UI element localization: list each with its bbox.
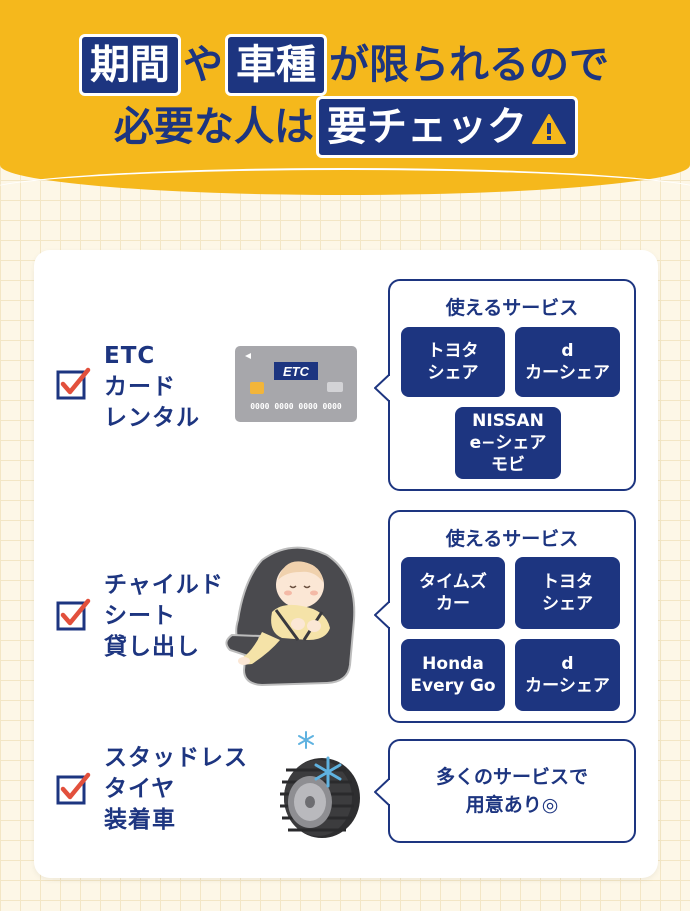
checkbox-checked-icon — [56, 367, 91, 400]
chip-line: カーシェア — [525, 676, 610, 696]
etc-card-illustration: ETC 0000 0000 0000 0000 — [235, 346, 357, 422]
checkbox-checked-icon — [56, 598, 91, 631]
title-highlight-check: 要チェック — [316, 96, 578, 158]
chip-line: トヨタ — [542, 572, 593, 592]
service-chip-d-carshare: d カーシェア — [515, 327, 620, 397]
service-chip-d-carshare: d カーシェア — [515, 639, 620, 711]
chip-line: タイムズ — [419, 572, 487, 592]
services-bubble-child-seat: 使えるサービス タイムズ カー トヨタ シェア Honda Every Go d… — [374, 510, 636, 723]
services-bubble-studless: 多くのサービスで 用意あり◎ — [374, 739, 636, 843]
child-seat-illustration — [225, 546, 356, 687]
warning-triangle-icon — [532, 114, 566, 144]
title-text: や — [183, 42, 223, 88]
snowflake-icon — [298, 731, 314, 749]
title-highlight-model: 車種 — [225, 34, 327, 96]
item-label-child-seat: チャイルド シート 貸し出し — [104, 570, 224, 663]
bubble-text-line: 多くのサービスで — [435, 766, 588, 788]
label-line: タイヤ — [104, 776, 176, 802]
chip-line: Every Go — [410, 676, 496, 696]
chip-line: Honda — [422, 654, 484, 674]
service-chip-honda-every-go: Honda Every Go — [401, 639, 505, 711]
bubble-tail — [374, 373, 390, 403]
chip-line: シェア — [542, 594, 593, 614]
services-bubble-etc: 使えるサービス トヨタ シェア d カーシェア NISSAN e−シェア モビ — [374, 279, 636, 491]
title-text: 必要な人は — [114, 104, 314, 150]
label-line: チャイルド — [104, 572, 224, 598]
label-line: ETC — [104, 343, 156, 369]
chip-line: カー — [436, 594, 470, 614]
etc-card-logo-text: ETC — [283, 364, 310, 379]
bubble-tail — [374, 600, 390, 630]
chip-line: NISSAN — [472, 411, 544, 431]
service-chip-toyota-share: トヨタ シェア — [515, 557, 620, 629]
chip-line: d — [561, 341, 574, 361]
label-line: スタッドレス — [104, 745, 248, 771]
title-highlight-text: 要チェック — [327, 104, 527, 150]
label-line: 貸し出し — [104, 634, 200, 660]
chip-line: モビ — [491, 455, 525, 475]
item-label-studless-tire: スタッドレス タイヤ 装着車 — [104, 743, 248, 836]
title-line-2: 必要な人は要チェック — [0, 96, 690, 158]
chip-line: シェア — [427, 363, 479, 383]
title-line-1: 期間や車種が限られるので — [0, 34, 690, 96]
chip-line: トヨタ — [427, 341, 479, 361]
chip-line: カーシェア — [525, 363, 610, 383]
title-text: が限られるので — [329, 42, 609, 88]
checkbox-checked-icon — [56, 772, 91, 805]
etc-card-number: 0000 0000 0000 0000 — [250, 402, 342, 411]
label-line: 装着車 — [104, 807, 176, 833]
label-line: レンタル — [104, 405, 200, 431]
service-chip-toyota-share: トヨタ シェア — [401, 327, 505, 397]
bubble-text: 多くのサービスで 用意あり◎ — [390, 763, 634, 819]
chip-line: e−シェア — [469, 433, 547, 453]
studless-tire-illustration — [280, 731, 360, 838]
label-line: カード — [104, 374, 176, 400]
service-chip-nissan-e-share-mobi: NISSAN e−シェア モビ — [455, 407, 561, 479]
service-chip-times-car: タイムズ カー — [401, 557, 505, 629]
label-line: シート — [104, 603, 176, 629]
bubble-title: 使えるサービス — [445, 297, 579, 319]
item-label-etc: ETC カード レンタル — [104, 341, 200, 434]
header-decor-line — [0, 168, 690, 210]
bubble-title: 使えるサービス — [445, 528, 579, 550]
chip-line: d — [561, 654, 574, 674]
bubble-text-line: 用意あり◎ — [465, 794, 559, 816]
bubble-tail — [374, 777, 390, 807]
title-highlight-period: 期間 — [79, 34, 181, 96]
snowflake-icon — [314, 756, 342, 788]
